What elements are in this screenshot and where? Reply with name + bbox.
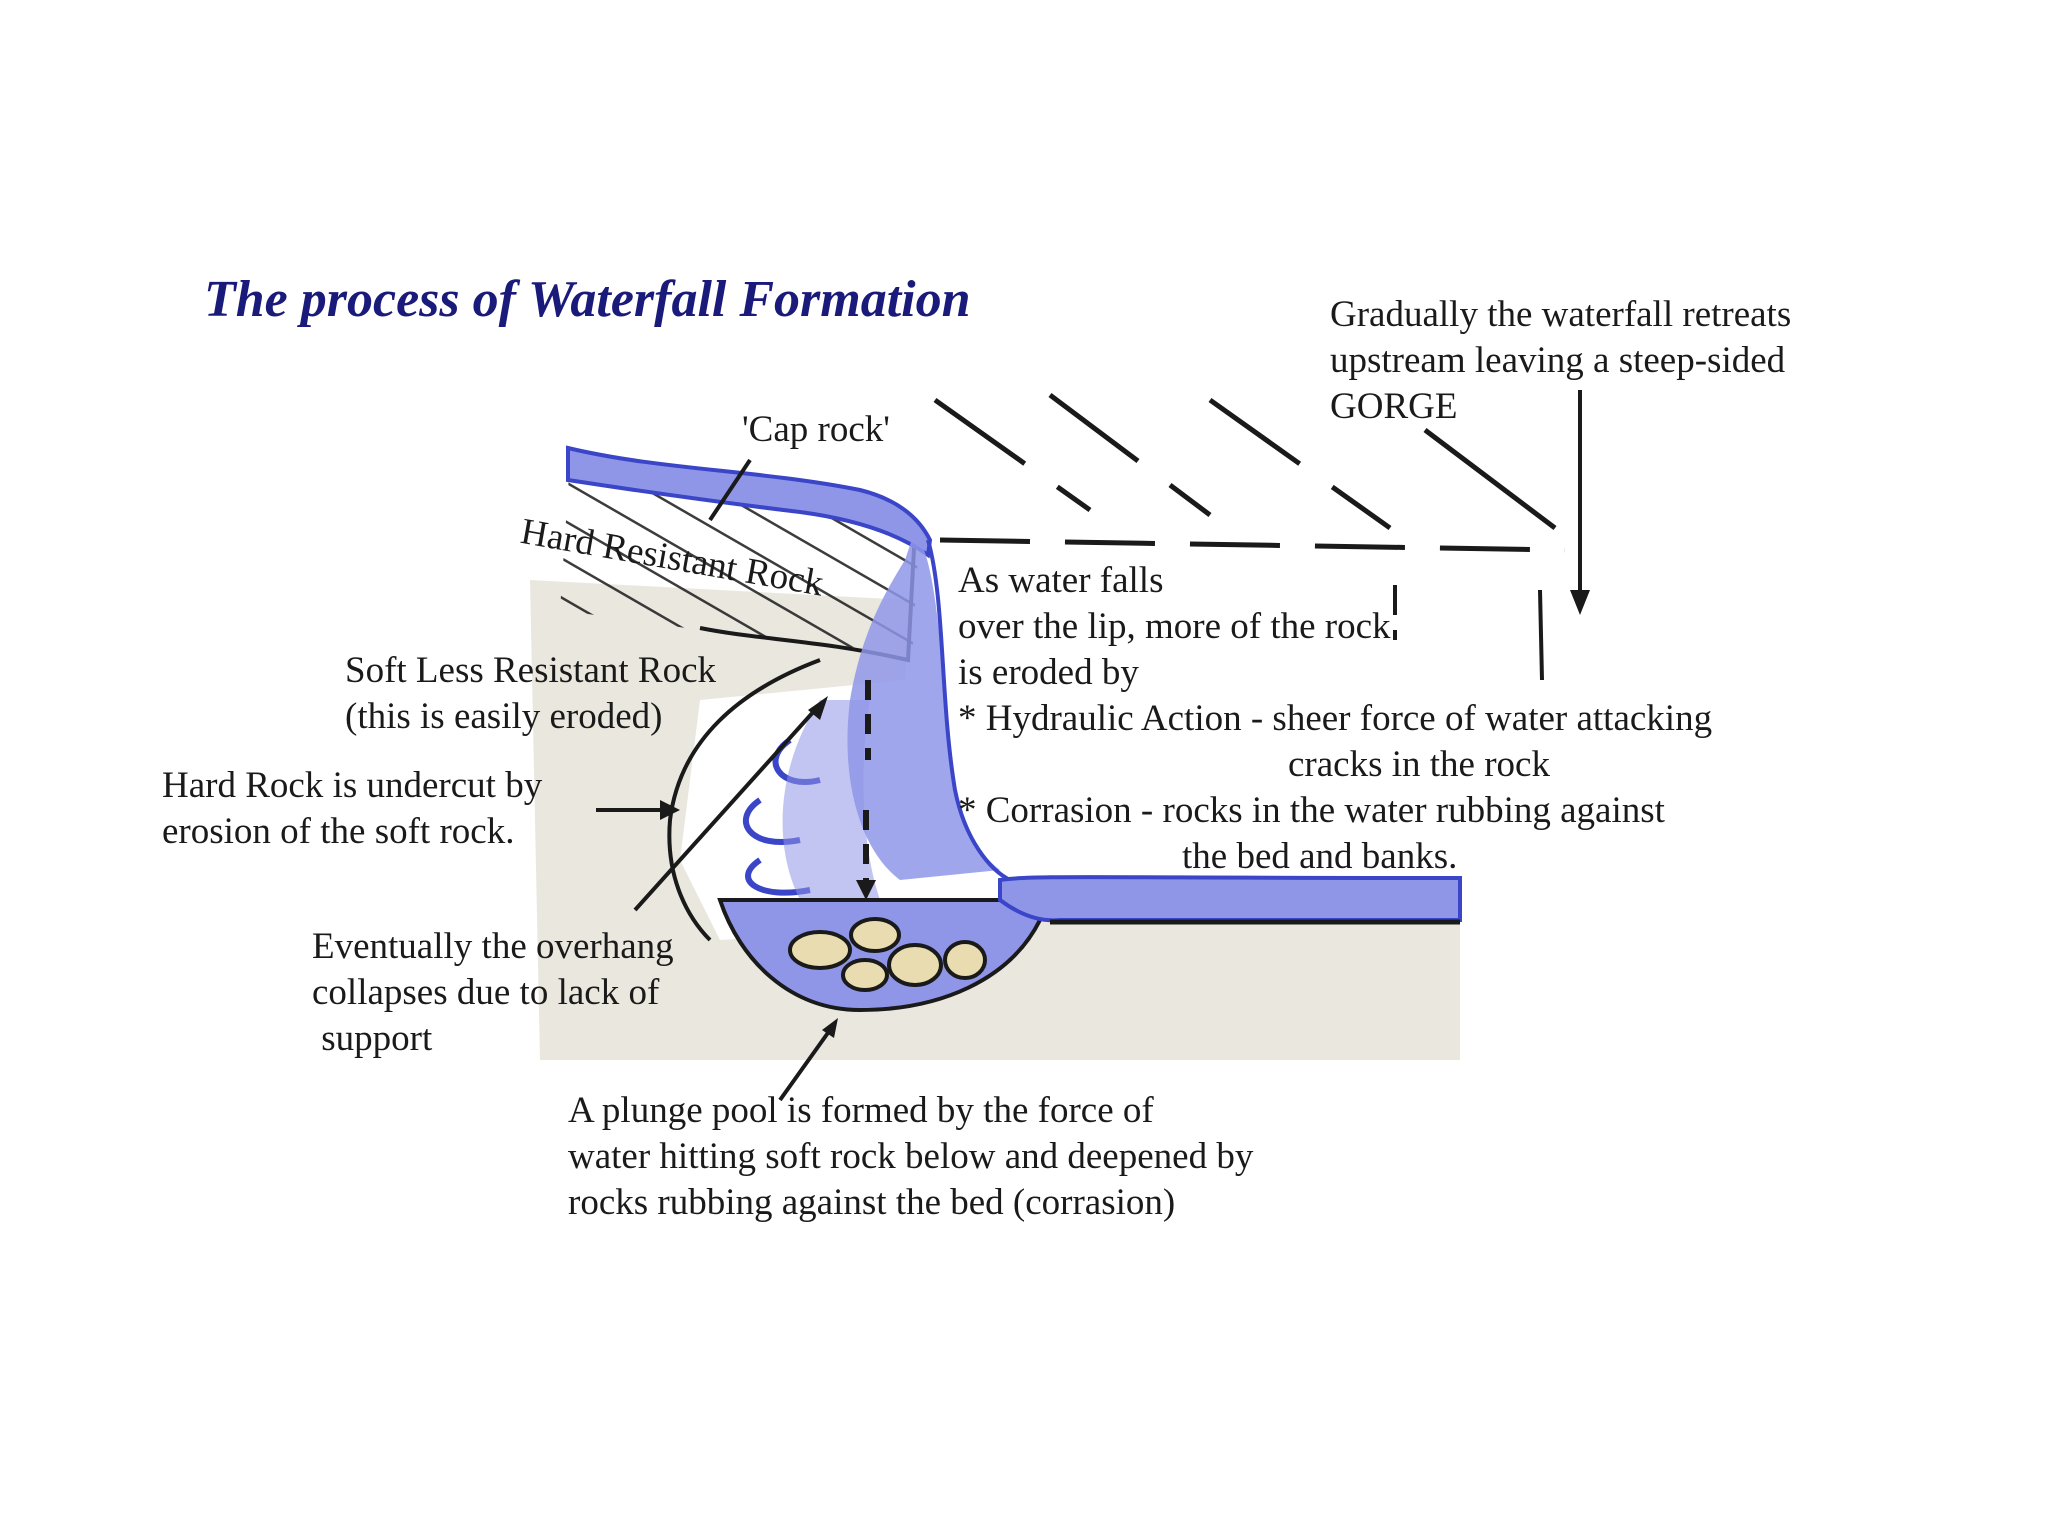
soft-rock-label-line-2: (this is easily eroded) xyxy=(345,696,663,737)
undercut-cavity xyxy=(667,658,821,942)
former-level-line xyxy=(939,537,1566,553)
pool-rock-3 xyxy=(887,943,943,987)
pool-rock-1 xyxy=(788,930,852,970)
soft-rock-label-line-1: Soft Less Resistant Rock xyxy=(345,650,717,691)
water-falls-line-1: As water falls xyxy=(958,560,1164,601)
gorge-line-1 xyxy=(933,397,1092,513)
water-falls-line-3: is eroded by xyxy=(958,652,1139,693)
gorge-label-line-1: Gradually the waterfall retreats xyxy=(1330,294,1792,335)
undercut-label-line-2: erosion of the soft rock. xyxy=(162,811,515,852)
overhang-label-line-2: collapses due to lack of xyxy=(312,972,660,1013)
cap-rock-label: 'Cap rock' xyxy=(742,409,890,450)
gorge-line-2 xyxy=(1048,393,1212,517)
river-surface xyxy=(566,445,933,559)
plunge-pool-line-1: A plunge pool is formed by the force of xyxy=(568,1090,1154,1131)
plunge-pool xyxy=(717,898,1054,1013)
overhang-label-line-1: Eventually the overhang xyxy=(312,926,674,967)
corrasion-line-2: the bed and banks. xyxy=(1182,836,1458,877)
pool-rock-5 xyxy=(943,940,987,980)
hydraulic-action-line: * Hydraulic Action - sheer force of wate… xyxy=(958,698,1713,739)
undercut-label-line-1: Hard Rock is undercut by xyxy=(162,765,543,806)
cap-rock-pointer xyxy=(708,458,752,522)
undercut-arrow-head xyxy=(660,800,680,820)
gorge-arrow-head xyxy=(1570,590,1590,615)
soft-rock-arrow-head xyxy=(808,696,828,720)
undercut-water xyxy=(782,700,880,900)
gorge-label-line-3: GORGE xyxy=(1330,386,1458,427)
downstream-river xyxy=(998,875,1462,923)
dash-arrowhead xyxy=(856,880,876,900)
water-edge-right xyxy=(926,539,1011,882)
plunge-pool-line-2: water hitting soft rock below and deepen… xyxy=(568,1136,1254,1177)
retreat-tick-2 xyxy=(1538,589,1544,681)
overhang-label-line-3: support xyxy=(312,1018,433,1059)
gorge-label-line-2: upstream leaving a steep-sided xyxy=(1330,340,1786,381)
corrasion-line: * Corrasion - rocks in the water rubbing… xyxy=(958,790,1665,831)
pool-rock-4 xyxy=(841,958,889,992)
plunge-pool-arrow-shaft xyxy=(778,1028,832,1102)
soft-rock-arrow-shaft xyxy=(633,708,817,912)
plunge-pool-line-3: rocks rubbing against the bed (corrasion… xyxy=(568,1182,1176,1223)
diagram-title: The process of Waterfall Formation xyxy=(204,271,971,328)
gorge-line-4 xyxy=(1423,428,1557,530)
pool-rock-2 xyxy=(849,917,901,953)
hydraulic-action-line-2: cracks in the rock xyxy=(1288,744,1550,785)
plunge-pool-arrow-head xyxy=(822,1018,838,1038)
gorge-line-3 xyxy=(1208,397,1392,531)
undercut-swirl-3 xyxy=(745,857,811,896)
falling-water xyxy=(847,530,1000,880)
water-falls-line-2: over the lip, more of the rock xyxy=(958,606,1391,647)
